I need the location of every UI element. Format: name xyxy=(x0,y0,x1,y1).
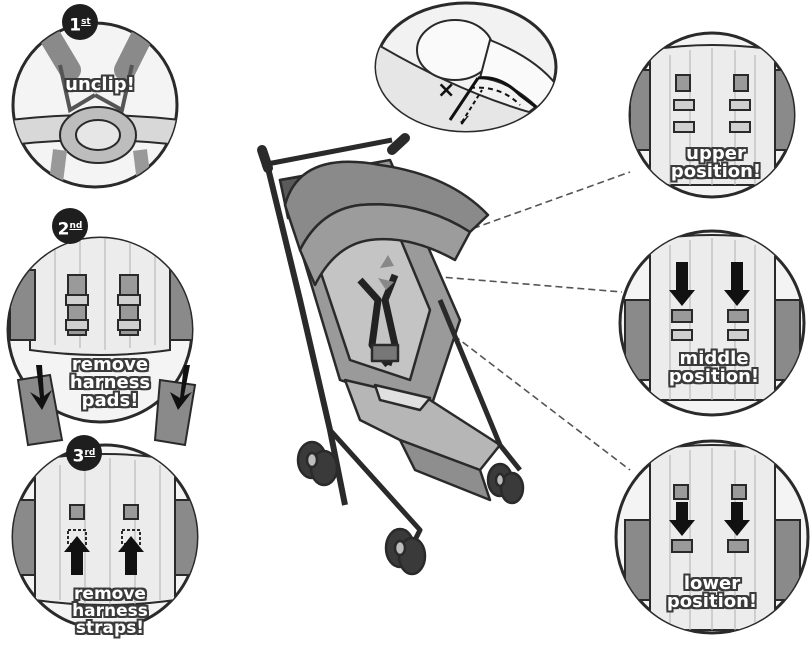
step-2-label-line-3: pads! xyxy=(81,390,139,411)
step-3-badge: 3rd xyxy=(66,435,102,471)
step-2-label: remove harness pads! xyxy=(62,356,158,410)
right-mark-icon: ✓ xyxy=(458,111,471,130)
step-3-panel xyxy=(11,443,199,631)
step-1-suffix: st xyxy=(81,17,91,27)
lower-position-line-2: position! xyxy=(666,591,758,612)
step-3-label-line-3: straps! xyxy=(75,618,145,638)
step-3-number: 3 xyxy=(72,446,85,467)
step-2-suffix: nd xyxy=(69,221,83,231)
step-1-badge: 1st xyxy=(62,4,98,40)
middle-position-label: middle position! xyxy=(664,350,764,386)
step-3-suffix: rd xyxy=(84,448,96,458)
step-2-label-line-2: harness xyxy=(69,372,151,393)
step-1-label-line-1: unclip! xyxy=(65,74,135,95)
stroller-illustration xyxy=(257,133,525,576)
upper-position-panel xyxy=(628,31,796,199)
lower-position-label: lower position! xyxy=(662,575,762,611)
step-2-panel xyxy=(6,236,194,424)
step-3-label: remove harness straps! xyxy=(60,586,160,637)
middle-position-line-1: middle xyxy=(679,348,749,369)
step-3-label-line-1: remove xyxy=(74,584,146,604)
middle-position-panel xyxy=(618,229,806,417)
upper-position-label: upper position! xyxy=(666,145,766,181)
step-1-label: unclip! xyxy=(55,76,145,94)
upper-position-line-1: upper xyxy=(686,143,746,164)
lower-position-panel xyxy=(614,439,810,635)
middle-position-line-2: position! xyxy=(668,366,760,387)
step-2-number: 2 xyxy=(57,219,70,240)
upper-position-line-2: position! xyxy=(670,161,762,182)
step-2-badge: 2nd xyxy=(52,208,88,244)
step-2-label-line-1: remove xyxy=(71,354,149,375)
harness-pads xyxy=(16,365,197,447)
wrong-mark-icon: × xyxy=(437,78,455,103)
lower-position-line-1: lower xyxy=(683,573,741,594)
step-1-panel xyxy=(11,21,179,189)
infant-headrest-detail: × ✓ xyxy=(374,1,558,133)
step-3-label-line-2: harness xyxy=(72,601,148,621)
step-1-number: 1 xyxy=(69,15,82,36)
